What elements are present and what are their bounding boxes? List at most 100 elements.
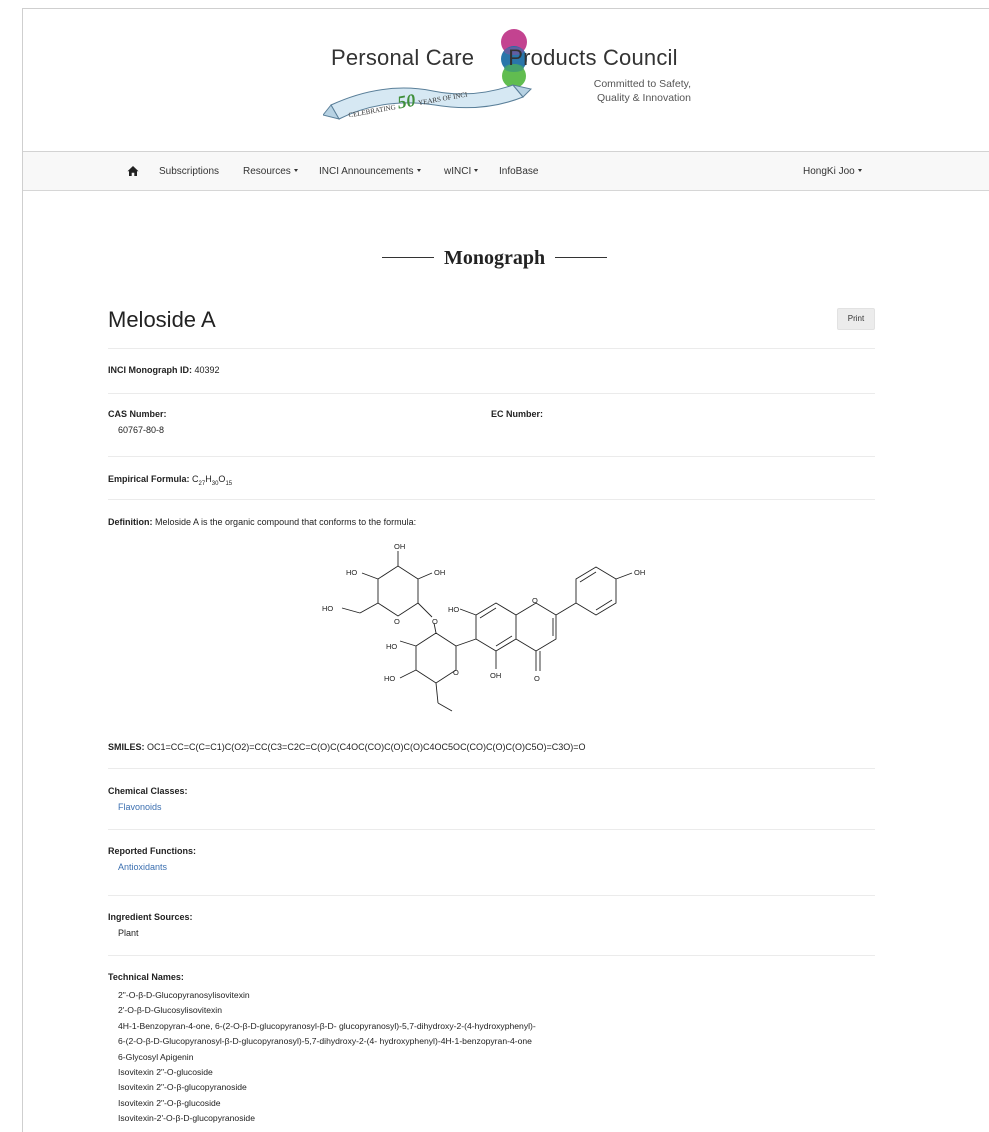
chemical-classes-label: Chemical Classes:	[108, 786, 188, 796]
reported-functions-label: Reported Functions:	[108, 846, 196, 856]
heading-rule-right	[555, 257, 608, 258]
structure-label: OH	[634, 568, 645, 577]
list-item: 6-Glycosyl Apigenin	[118, 1051, 194, 1062]
heading-rule-left	[381, 257, 434, 258]
divider	[108, 499, 875, 500]
definition-row: Definition: Meloside A is the organic co…	[108, 517, 416, 527]
formula-label: Empirical Formula:	[108, 474, 190, 484]
banner-number: 50	[395, 89, 417, 113]
list-item: 4H-1-Benzopyran-4-one, 6-(2-O-β-D-glucop…	[118, 1020, 536, 1031]
technical-names-label-text: Technical Names:	[108, 972, 184, 982]
list-item: Isovitexin 2"-O-β-glucopyranoside	[118, 1082, 247, 1093]
structure-label: HO	[386, 642, 397, 651]
list-item: Isovitexin-2'-O-β-D-glucopyranoside	[118, 1113, 255, 1124]
structure-label: O	[432, 617, 438, 626]
chevron-down-icon	[416, 169, 421, 172]
nav-resources-label: Resources	[243, 166, 291, 177]
nav-user-label: HongKi Joo	[803, 166, 855, 177]
structure-label: O	[394, 617, 400, 626]
reported-function-link[interactable]: Antioxidants	[118, 862, 168, 872]
structure-label: HO	[346, 568, 357, 577]
page-frame	[22, 8, 989, 1132]
section-heading: Monograph	[0, 247, 989, 270]
logo-left-text: Personal Care	[331, 45, 475, 70]
print-button[interactable]: Print	[837, 308, 875, 330]
structure-label: OH	[394, 542, 405, 551]
tagline-line-1: Committed to Safety,	[593, 78, 691, 90]
site-header: Personal Care Products Council Committed …	[23, 9, 989, 152]
logo-tagline: Committed to Safety, Quality & Innovatio…	[594, 77, 691, 105]
list-item: Isovitexin 2"-O-β-glucoside	[118, 1097, 221, 1108]
formula-o-count: 15	[225, 480, 233, 487]
list-item: 6-(2-O-β-D-Glucopyranosyl-β-D-glucopyran…	[118, 1036, 532, 1047]
structure-label: O	[453, 668, 459, 677]
structure-label: OH	[490, 671, 501, 680]
formula-c: C	[192, 474, 199, 484]
logo-circles-icon	[323, 29, 532, 120]
ingredient-source-value: Plant	[118, 928, 139, 938]
technical-names-label: Technical Names:	[108, 972, 184, 982]
ec-label: EC Number:	[491, 409, 544, 419]
ingredient-sources-label: Ingredient Sources:	[108, 912, 193, 922]
structure-label: O	[534, 674, 540, 683]
nav-inci-announcements[interactable]: INCI Announcements	[319, 152, 421, 191]
chevron-down-icon	[293, 169, 298, 172]
smiles-label: SMILES:	[108, 742, 145, 752]
formula-row: Empirical Formula: C27H30O15	[108, 474, 232, 487]
logo-right-text: Products Council	[508, 45, 678, 70]
chevron-down-icon	[474, 169, 479, 172]
cas-row: CAS Number: 60767-80-8	[108, 409, 167, 435]
chemical-class-link[interactable]: Flavonoids	[118, 802, 162, 812]
main-navbar: Subscriptions Resources INCI Announcemen…	[23, 152, 989, 191]
monograph-id-value: 40392	[194, 365, 220, 375]
formula-h: H	[205, 474, 212, 484]
definition-text: Meloside A is the organic compound that …	[155, 517, 417, 527]
list-item: Isovitexin 2"-O-glucoside	[118, 1067, 213, 1078]
chemical-structure-diagram: OH HO OH HO O O HO HO HO O O OH O OH	[322, 542, 645, 712]
technical-names-list: 2"-O-β-D-Glucopyranosylisovitexin 2'-O-β…	[118, 988, 536, 1127]
divider	[108, 768, 875, 769]
page-title: Meloside A	[108, 307, 216, 332]
structure-label: HO	[384, 674, 395, 683]
divider	[108, 895, 875, 896]
reported-functions-row: Reported Functions: Antioxidants	[108, 846, 196, 872]
pcpc-logo[interactable]: Personal Care Products Council Committed …	[323, 19, 703, 144]
heading-text: Monograph	[443, 247, 546, 269]
monograph-id-label: INCI Monograph ID:	[108, 365, 192, 375]
divider	[108, 955, 875, 956]
list-item: 2'-O-β-D-Glucosylisovitexin	[118, 1005, 222, 1016]
formula-value: C27H30O15	[192, 474, 233, 487]
smiles-row: SMILES: OC1=CC=C(C=C1)C(O2)=CC(C3=C2C=C(…	[108, 742, 586, 752]
divider	[108, 456, 875, 457]
nav-infobase[interactable]: InfoBase	[499, 166, 539, 177]
nav-user-menu[interactable]: HongKi Joo	[803, 152, 862, 191]
chemical-classes-row: Chemical Classes: Flavonoids	[108, 786, 188, 812]
ec-row: EC Number:	[491, 409, 543, 419]
list-item: 2"-O-β-D-Glucopyranosylisovitexin	[118, 990, 250, 1000]
nav-winci[interactable]: wINCI	[444, 152, 479, 191]
ingredient-sources-row: Ingredient Sources: Plant	[108, 912, 193, 938]
logo-wordmark: Personal Care Products Council	[331, 45, 678, 71]
formula-c-count: 27	[198, 480, 206, 487]
home-icon[interactable]	[127, 165, 139, 177]
nav-subscriptions[interactable]: Subscriptions	[159, 166, 220, 177]
formula-o: O	[218, 474, 226, 484]
chevron-down-icon	[857, 169, 862, 172]
nav-inci-announcements-label: INCI Announcements	[319, 166, 414, 177]
nav-resources[interactable]: Resources	[243, 152, 298, 191]
cas-value: 60767-80-8	[118, 425, 165, 435]
definition-label: Definition:	[108, 517, 153, 527]
structure-label: OH	[434, 568, 445, 577]
divider	[108, 393, 875, 394]
smiles-value: OC1=CC=C(C=C1)C(O2)=CC(C3=C2C=C(O)C(C4OC…	[147, 742, 586, 752]
nav-winci-label: wINCI	[444, 166, 472, 177]
tagline-line-2: Quality & Innovation	[597, 92, 691, 104]
structure-label: HO	[448, 605, 459, 614]
divider	[108, 348, 875, 349]
monograph-id-row: INCI Monograph ID: 40392	[108, 365, 220, 375]
structure-label: O	[532, 596, 538, 605]
structure-label: HO	[322, 604, 333, 613]
divider	[108, 829, 875, 830]
formula-h-count: 30	[211, 480, 219, 487]
cas-label: CAS Number:	[108, 409, 167, 419]
